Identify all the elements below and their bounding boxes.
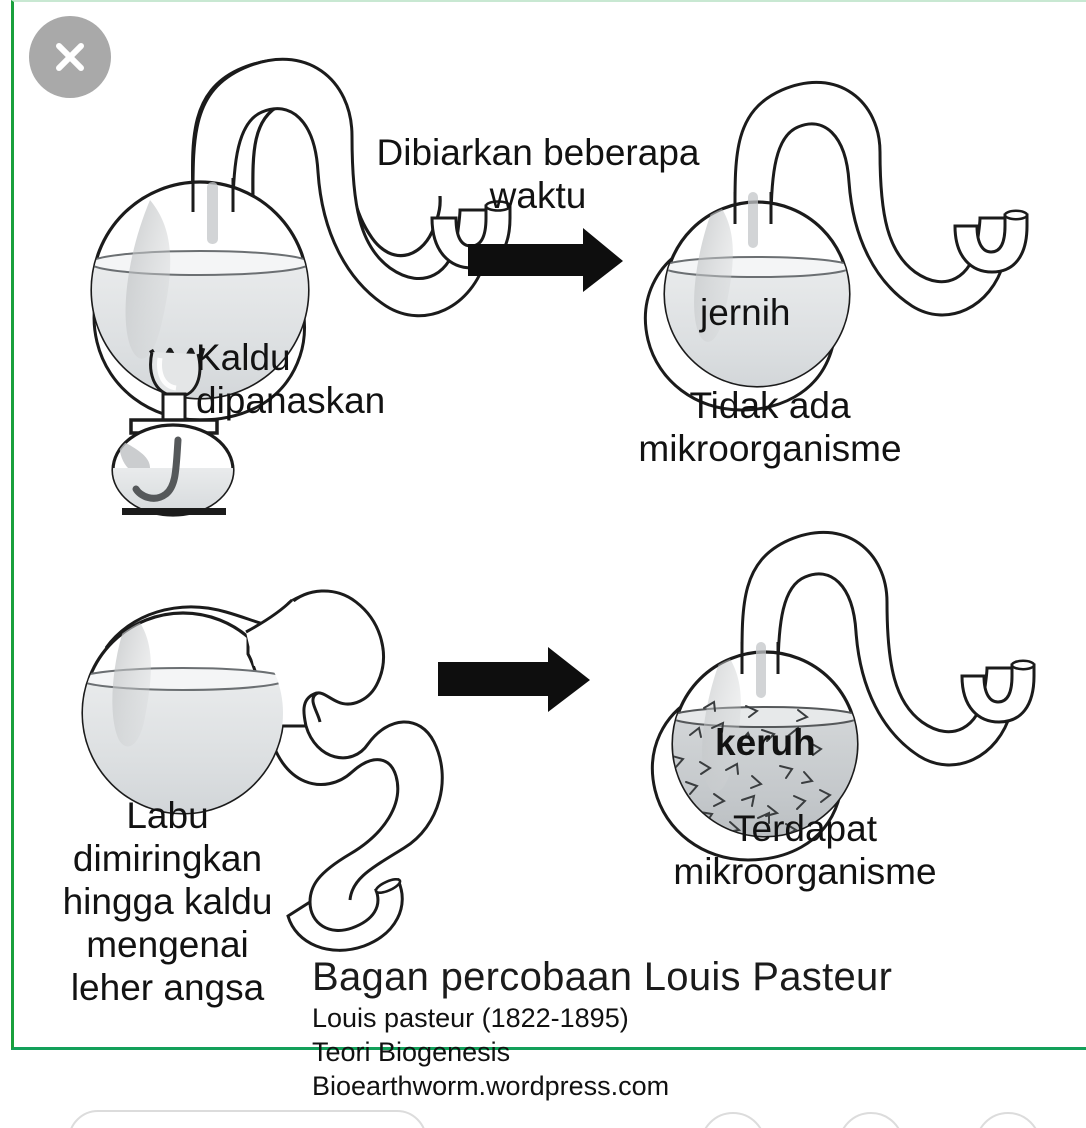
- label-labu-dimiringkan: Labu dimiringkan hingga kaldu mengenai l…: [62, 795, 273, 1008]
- caption-block: Bagan percobaan Louis Pasteur Louis past…: [312, 955, 892, 1102]
- label-jernih: jernih: [700, 292, 791, 333]
- label-tidak-ada-mikroorganisme: Tidak ada mikroorganisme: [638, 385, 902, 469]
- caption-line-author: Louis pasteur (1822-1895): [312, 1003, 629, 1033]
- label-kaldu-dipanaskan: Kaldu dipanaskan: [196, 337, 386, 421]
- diagram-title: Bagan percobaan Louis Pasteur: [312, 955, 893, 999]
- label-terdapat-mikroorganisme: Terdapat mikroorganisme: [673, 808, 937, 892]
- close-icon: [56, 43, 84, 71]
- label-keruh: keruh: [715, 722, 816, 763]
- close-button[interactable]: [29, 16, 111, 98]
- address-bar[interactable]: [68, 1110, 427, 1128]
- caption-line-theory: Teori Biogenesis: [312, 1037, 511, 1067]
- label-dibiarkan-beberapa-waktu: Dibiarkan beberapa waktu: [376, 132, 700, 216]
- caption-line-source: Bioearthworm.wordpress.com: [312, 1071, 670, 1101]
